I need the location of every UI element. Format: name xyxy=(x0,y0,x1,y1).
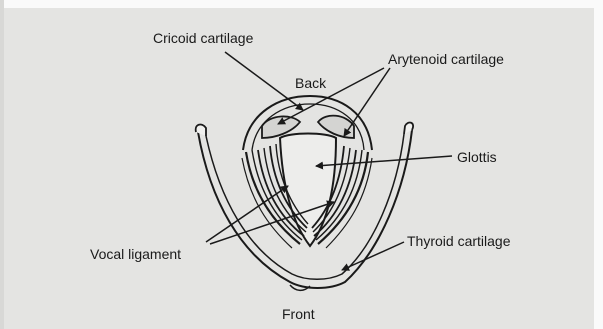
front-label: Front xyxy=(282,306,315,322)
thyroid-left-horn xyxy=(196,125,206,136)
arytenoid-arrow-right xyxy=(344,68,390,136)
cricoid-cartilage-label: Cricoid cartilage xyxy=(153,30,253,46)
arytenoid-cartilage-label: Arytenoid cartilage xyxy=(388,51,504,67)
cricoid-arrow xyxy=(225,52,303,110)
back-label: Back xyxy=(295,75,326,91)
vocal-ligament-label: Vocal ligament xyxy=(90,246,181,262)
glottis-label: Glottis xyxy=(457,149,497,165)
thyroid-cartilage-label: Thyroid cartilage xyxy=(407,233,511,249)
